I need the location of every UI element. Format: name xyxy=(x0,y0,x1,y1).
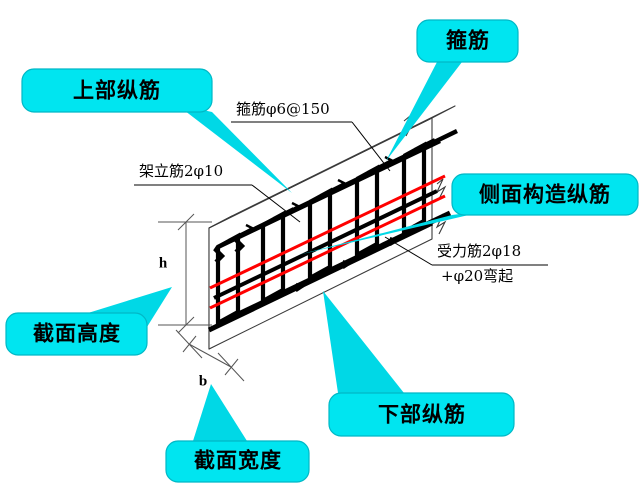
callout-bottom-longitudinal[interactable]: 下部纵筋 xyxy=(328,392,515,437)
pointer-stirrup xyxy=(386,62,462,161)
annotation-stirrup-spec: 箍筋φ6@150 xyxy=(236,100,330,118)
dimension-b-label: b xyxy=(199,373,207,389)
dim-h-tick-top xyxy=(177,213,195,231)
callout-box[interactable] xyxy=(165,440,310,483)
callout-label: 箍筋 xyxy=(446,28,490,53)
dim-b-line xyxy=(188,343,232,368)
annotation-erection-bar: 架立筋2φ10 xyxy=(139,162,223,180)
leader-erection-bar xyxy=(134,184,301,223)
callout-box[interactable] xyxy=(21,68,213,113)
callout-section-height[interactable]: 截面高度 xyxy=(5,312,148,356)
dimension-height xyxy=(158,213,212,334)
top-longitudinal-bars xyxy=(213,129,458,264)
pointer-side-constructive xyxy=(298,210,490,255)
callout-label: 上部纵筋 xyxy=(73,78,161,103)
beam-top-face xyxy=(208,105,456,229)
stirrup-hook-marks xyxy=(245,155,399,292)
mid-longitudinal-bars xyxy=(213,189,438,300)
callout-box[interactable] xyxy=(328,392,515,437)
callout-section-width[interactable]: 截面宽度 xyxy=(165,440,310,483)
callout-label: 侧面构造纵筋 xyxy=(479,182,611,207)
dimension-width xyxy=(175,329,245,382)
pointer-bottom-longitudinal xyxy=(323,291,404,393)
side-bar-lower xyxy=(209,194,446,310)
dim-h-tick-bottom xyxy=(177,316,195,334)
pointer-section-width xyxy=(193,384,247,441)
callout-label: 下部纵筋 xyxy=(378,402,466,427)
callout-label: 截面高度 xyxy=(33,321,121,346)
pointer-top-longitudinal xyxy=(176,104,292,193)
leader-stirrup-spec xyxy=(231,121,391,172)
callout-top-longitudinal[interactable]: 上部纵筋 xyxy=(21,68,213,113)
callout-side-constructive[interactable]: 侧面构造纵筋 xyxy=(451,173,639,216)
callout-stirrup[interactable]: 箍筋 xyxy=(416,19,519,63)
side-constructive-bars xyxy=(209,174,446,310)
annotation-main-bar-line2: +φ20弯起 xyxy=(441,267,513,285)
annotation-main-bar-line1: 受力筋2φ18 xyxy=(437,242,521,260)
top-bar-far xyxy=(233,129,458,254)
callout-box[interactable] xyxy=(5,312,148,356)
callout-label: 截面宽度 xyxy=(194,448,282,473)
dim-b-tick-left xyxy=(182,335,197,353)
bottom-bar-far xyxy=(226,210,452,322)
side-bar-upper xyxy=(209,174,446,290)
mid-bar xyxy=(213,189,438,300)
leader-main-bar xyxy=(384,236,548,266)
callout-box[interactable] xyxy=(416,19,519,63)
callout-box[interactable] xyxy=(451,173,639,216)
dim-b-tick-right xyxy=(224,358,239,376)
dimension-h-label: h xyxy=(159,255,168,271)
